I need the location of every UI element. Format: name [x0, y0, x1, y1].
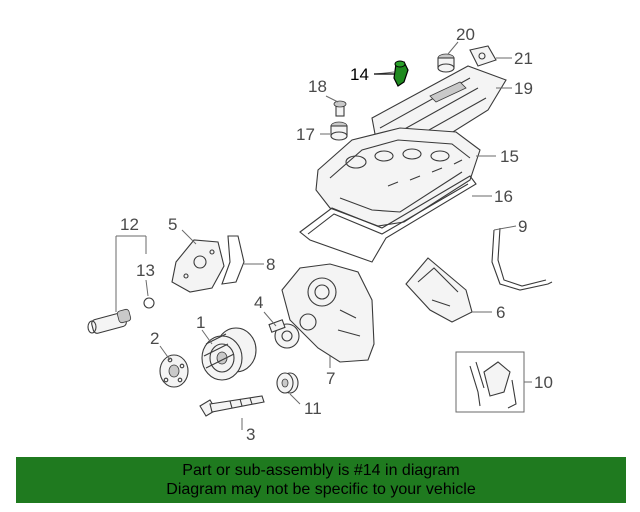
gasket-part — [299, 175, 477, 263]
pump-part-4 — [268, 319, 300, 349]
guide-rail-part-9 — [491, 229, 553, 291]
callout-9: 9 — [518, 217, 527, 236]
callout-20: 20 — [456, 25, 475, 44]
callout-3: 3 — [246, 425, 255, 444]
banner-line-2: Diagram may not be specific to your vehi… — [166, 481, 476, 498]
plate-part-21 — [469, 45, 497, 67]
leader-lines — [115, 41, 532, 430]
callout-12: 12 — [120, 215, 139, 234]
callout-8: 8 — [266, 255, 275, 274]
callout-4: 4 — [254, 293, 263, 312]
parts-diagram: 1 2 3 4 5 6 7 8 9 10 11 12 13 14 15 16 1… — [87, 25, 553, 444]
callout-13: 13 — [136, 261, 155, 280]
bolt-part-18 — [333, 100, 347, 117]
solenoid-part-12 — [87, 308, 132, 334]
callout-1: 1 — [196, 313, 205, 332]
grommet-part-17 — [330, 121, 348, 141]
crank-bolt-part — [199, 395, 265, 417]
callout-15: 15 — [500, 147, 519, 166]
cap-part-20 — [437, 53, 455, 73]
callout-14[interactable]: 14 — [350, 65, 369, 84]
info-banner: Part or sub-assembly is #14 in diagram D… — [16, 457, 626, 503]
pulley-part — [201, 327, 257, 381]
callout-6: 6 — [496, 303, 505, 322]
gasket-part-8 — [221, 235, 245, 285]
o-ring-part-13 — [143, 297, 155, 309]
callout-19: 19 — [514, 79, 533, 98]
callout-11: 11 — [304, 399, 322, 418]
cover-plate-part-5 — [171, 239, 225, 293]
banner-line-1: Part or sub-assembly is #14 in diagram — [182, 462, 460, 479]
callout-10: 10 — [534, 373, 553, 392]
callout-17: 17 — [296, 125, 315, 144]
seal-part-11 — [276, 372, 299, 394]
callout-5: 5 — [168, 215, 177, 234]
timing-cover-part — [281, 263, 375, 363]
cylinder-head-cover-part — [315, 127, 481, 227]
lower-cover-part-6 — [405, 257, 473, 323]
callout-21: 21 — [514, 49, 533, 68]
callout-7: 7 — [326, 369, 335, 388]
callout-18: 18 — [308, 77, 327, 96]
callout-2: 2 — [150, 329, 159, 348]
sensor-part-14[interactable] — [393, 60, 409, 87]
kit-box-part-10 — [455, 351, 525, 413]
hub-part — [159, 354, 189, 388]
callout-16: 16 — [494, 187, 513, 206]
